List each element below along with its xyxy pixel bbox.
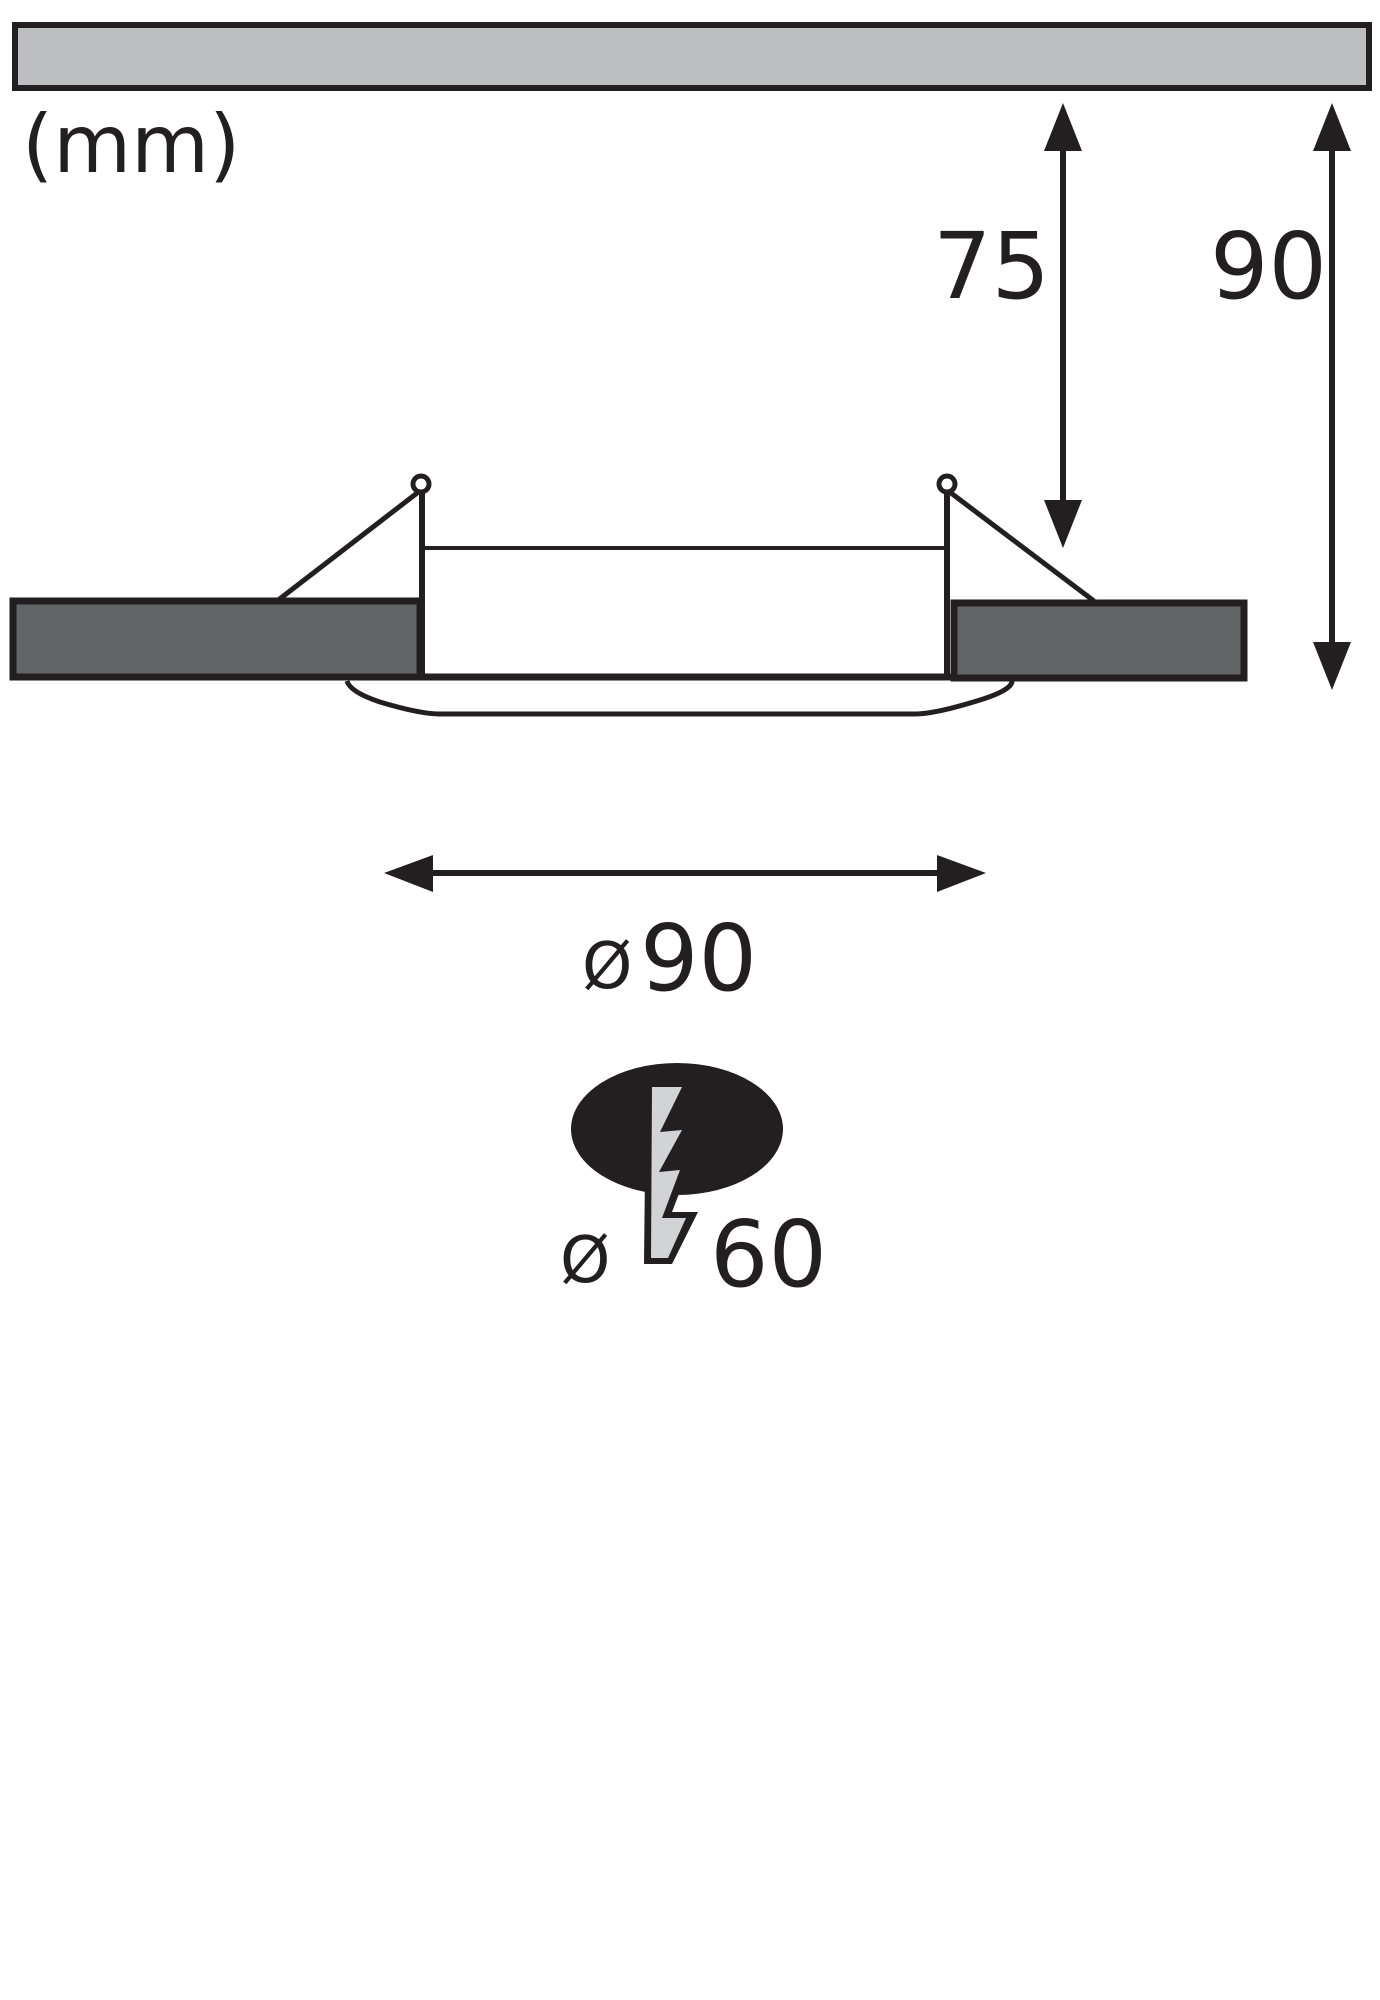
diameter-symbol: Ø <box>582 930 632 1004</box>
dimension-arrow-75 <box>1044 103 1082 548</box>
unit-label: (mm) <box>22 98 240 191</box>
dimension-label-90: 90 <box>1210 213 1327 320</box>
ceiling-panel-right <box>950 599 1248 682</box>
spring-hinge-left <box>410 473 432 495</box>
dimension-arrow-90 <box>1313 103 1351 690</box>
dimension-label-75: 75 <box>933 213 1050 320</box>
cutout-diameter-value: 60 <box>710 1201 827 1308</box>
ceiling-cutout-saw-icon <box>571 1063 783 1264</box>
ceiling-slab <box>12 22 1372 91</box>
diameter-value-90: 90 <box>640 905 757 1012</box>
spring-hinge-right <box>936 473 958 495</box>
luminaire-housing <box>418 492 954 681</box>
trim-ring <box>344 680 1015 717</box>
dimension-label-diameter-90: Ø 90 <box>582 905 757 1012</box>
ceiling-panel-left <box>9 597 424 681</box>
cutout-diameter-symbol: Ø <box>560 1224 610 1298</box>
mounting-springs <box>275 473 1096 603</box>
dimension-arrow-diameter-90 <box>384 855 986 892</box>
